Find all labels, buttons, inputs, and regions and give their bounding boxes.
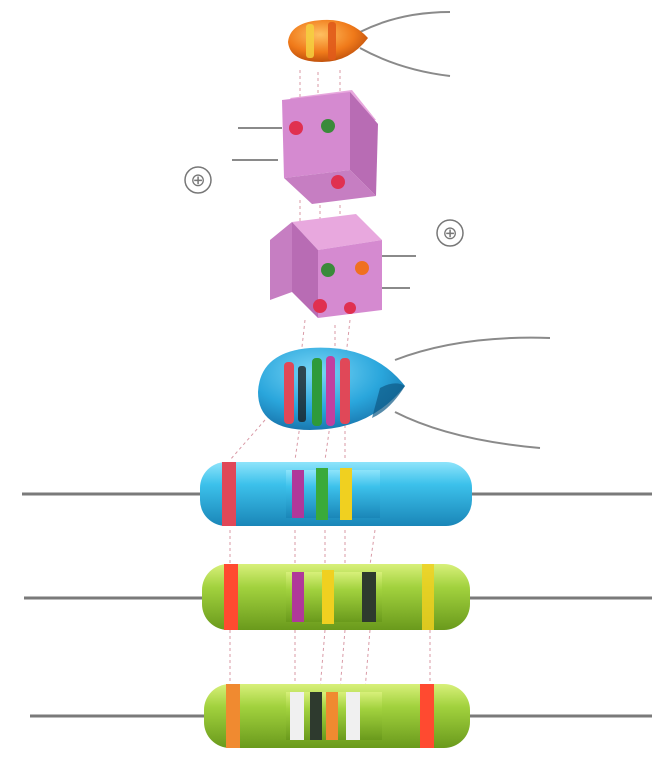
resistor-band [222, 462, 236, 526]
bead-band [340, 358, 350, 424]
bead-lead [395, 412, 540, 448]
cube-dot [313, 299, 327, 313]
resistor-band [292, 572, 304, 622]
bead-band [326, 356, 335, 426]
resistor-band [226, 684, 240, 748]
resistor-band [316, 468, 328, 520]
cube-front [282, 92, 350, 178]
bead-lead [395, 338, 550, 360]
bead-band [312, 358, 322, 426]
resistor-band [422, 564, 434, 630]
resistor-band [326, 692, 338, 740]
capacitor-band [328, 22, 336, 60]
resistor-band [290, 692, 304, 740]
capacitor-lead [360, 48, 450, 76]
capacitor-lead [360, 12, 450, 32]
green-resistor [24, 564, 652, 630]
plus-symbol: ⊕ [185, 167, 211, 193]
plus-symbol-text: ⊕ [442, 223, 457, 244]
plus-symbol: ⊕ [437, 220, 463, 246]
green-resistor-lower [30, 684, 652, 748]
pink-cube-upper [232, 90, 378, 204]
cube-dot [321, 263, 335, 277]
resistor-band [224, 564, 238, 630]
cube-dot [289, 121, 303, 135]
resistor-band [420, 684, 434, 748]
resistor-band [346, 692, 360, 740]
bead-band [284, 362, 294, 424]
small-capacitor [288, 12, 450, 76]
pink-cube-lower [270, 214, 416, 318]
blue-bead-capacitor [258, 338, 550, 448]
cube-dot [331, 175, 345, 189]
resistor-band [362, 572, 376, 622]
cube-dot [321, 119, 335, 133]
cube-left-face [270, 222, 292, 300]
resistor-band [310, 692, 322, 740]
resistor-band [322, 570, 334, 624]
resistor-band [340, 468, 352, 520]
cube-dot [355, 261, 369, 275]
bead-band [298, 366, 306, 422]
cube-dot [344, 302, 356, 314]
resistor-band [292, 470, 304, 518]
plus-symbol-text: ⊕ [190, 170, 205, 191]
capacitor-band [306, 24, 314, 58]
blue-resistor [22, 462, 652, 526]
